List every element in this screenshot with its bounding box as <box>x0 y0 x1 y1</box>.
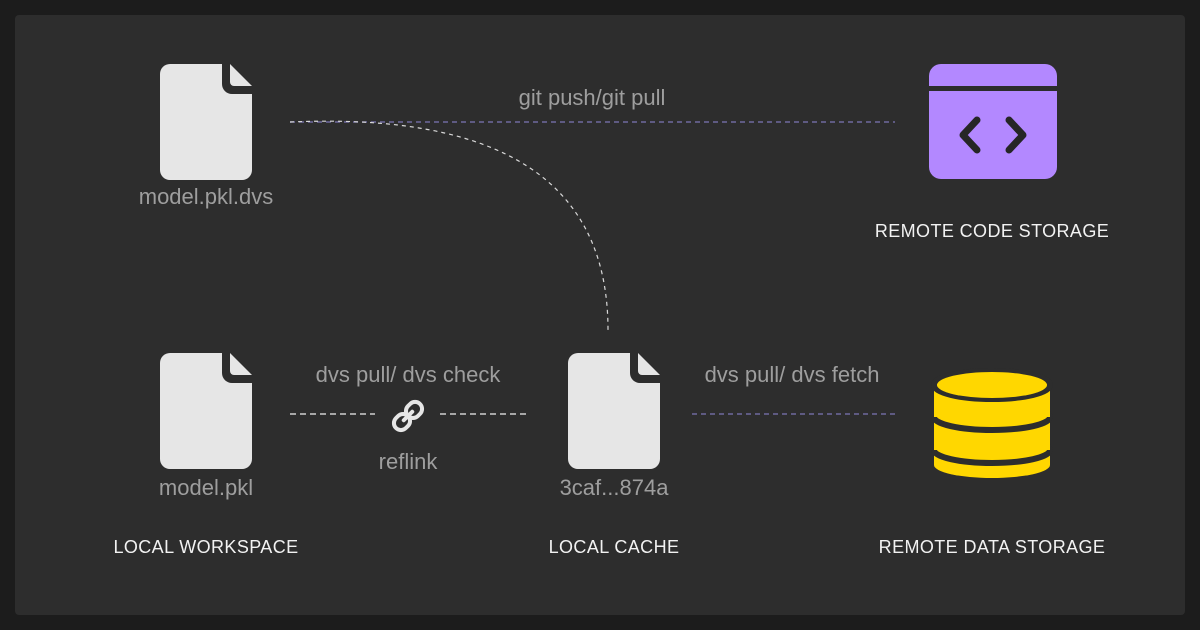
code-window-icon <box>929 64 1057 179</box>
database-icon <box>931 368 1053 478</box>
link-icon <box>391 399 425 433</box>
remote-connector-label: dvs pull/ dvs fetch <box>704 362 880 387</box>
remote-data-storage-title: REMOTE DATA STORAGE <box>878 537 1106 557</box>
remote-code-storage-title: REMOTE CODE STORAGE <box>874 221 1110 241</box>
dvs-file-label: model.pkl.dvs <box>138 184 274 209</box>
reflink-label: reflink <box>378 449 438 474</box>
dvs-to-cache-connector-line <box>289 120 609 331</box>
local-cache-title: LOCAL CACHE <box>548 537 680 557</box>
file-icon <box>160 353 252 469</box>
workspace-file-label: model.pkl <box>158 475 254 500</box>
local-connector-label: dvs pull/ dvs check <box>315 362 501 387</box>
git-connector-label: git push/git pull <box>518 85 666 110</box>
file-icon <box>160 64 252 180</box>
cache-file-label: 3caf...874a <box>559 475 669 500</box>
file-icon <box>568 353 660 469</box>
local-workspace-title: LOCAL WORKSPACE <box>113 537 299 557</box>
